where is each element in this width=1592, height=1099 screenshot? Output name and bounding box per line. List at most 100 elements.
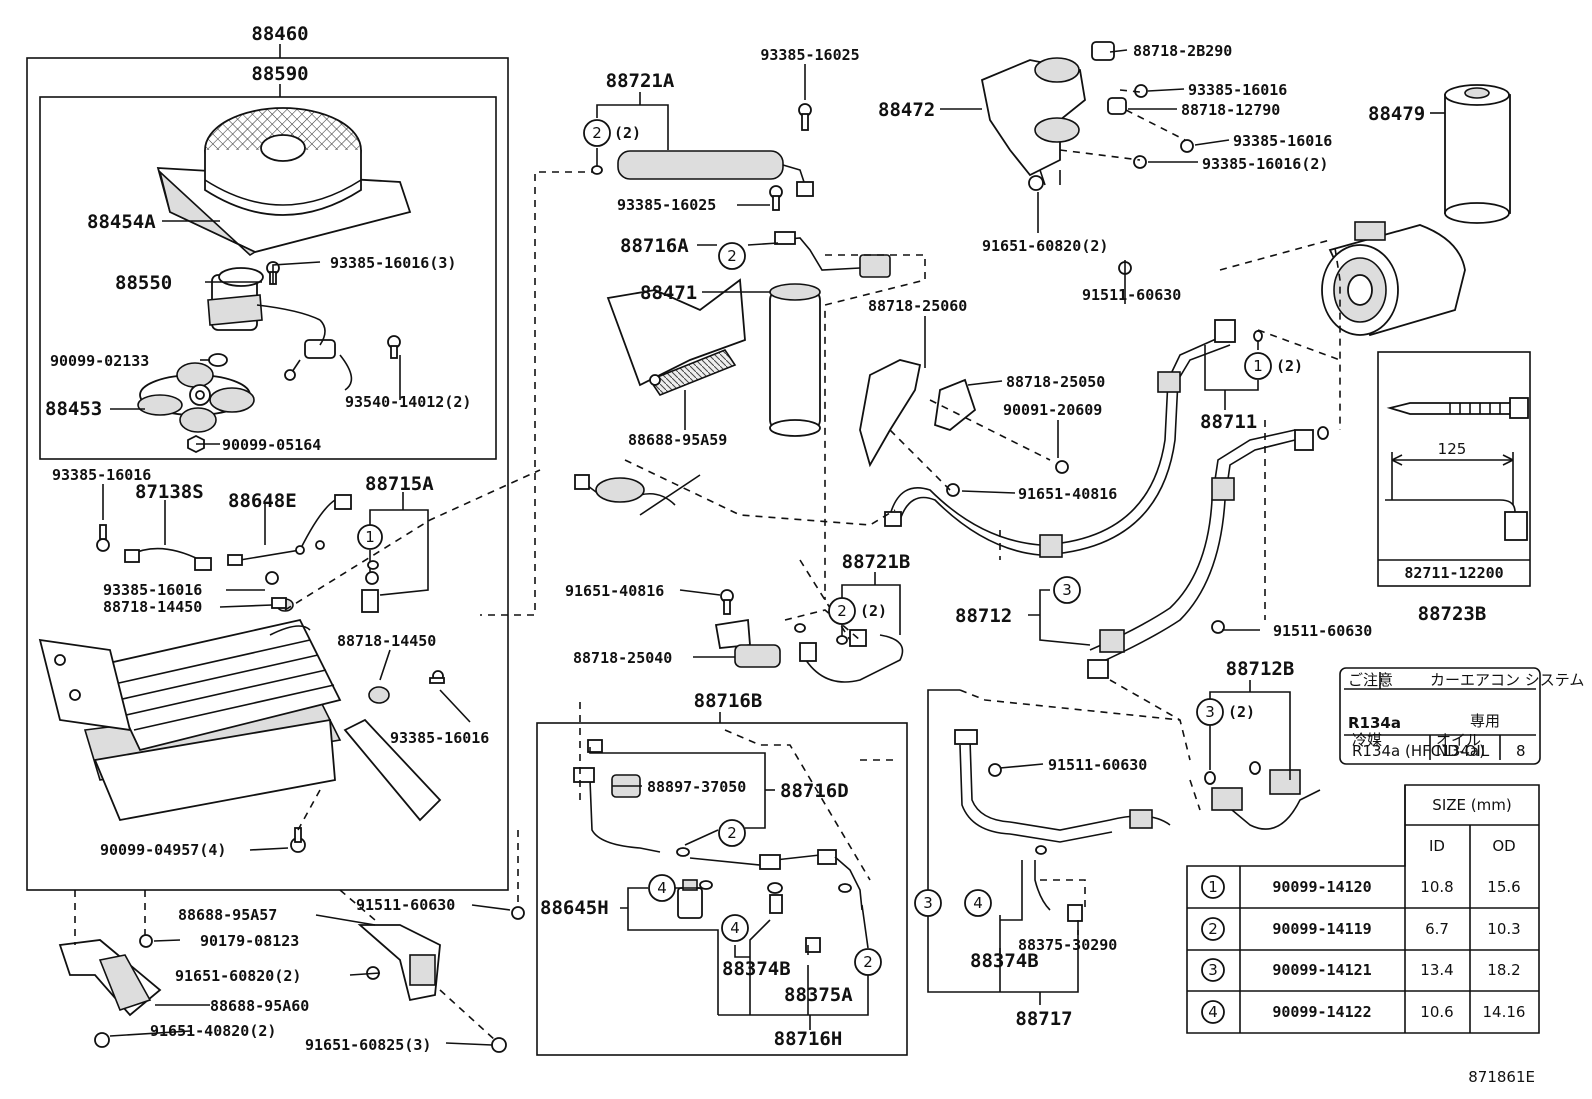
bolt-icon bbox=[387, 335, 401, 359]
label-88718-14450-b: 88718-14450 bbox=[337, 632, 436, 650]
hose-88711 bbox=[884, 319, 1236, 558]
label-88460: 88460 bbox=[251, 23, 308, 45]
svg-text:90099-14119: 90099-14119 bbox=[1272, 920, 1371, 938]
callout-circle-1: 1 bbox=[1244, 352, 1272, 380]
label-82711-12200: 82711-12200 bbox=[1404, 564, 1503, 582]
qty-label: (2) bbox=[614, 124, 641, 142]
bracket-88718-25060 bbox=[859, 359, 922, 468]
hose-88716h bbox=[573, 739, 863, 911]
qty-label: (2) bbox=[1276, 357, 1303, 375]
diagram-reference-code: 871861E bbox=[1468, 1068, 1535, 1086]
leader-lines bbox=[102, 44, 1445, 1046]
label-91651-40816-a: 91651-40816 bbox=[1018, 485, 1117, 503]
label-93385-16025-b: 93385-16025 bbox=[617, 196, 716, 214]
size-table-col-id: ID bbox=[1429, 837, 1445, 855]
o-ring-icon bbox=[1317, 426, 1329, 440]
cap-88375a-icon bbox=[805, 937, 821, 953]
svg-text:4: 4 bbox=[973, 894, 983, 912]
condenser bbox=[38, 618, 342, 822]
label-88717: 88717 bbox=[1015, 1008, 1072, 1030]
label-88688-95a60: 88688-95A60 bbox=[210, 997, 309, 1015]
bracket-88688-95a59 bbox=[606, 278, 746, 396]
svg-text:14.16: 14.16 bbox=[1483, 1003, 1526, 1021]
qty-label: (2) bbox=[860, 602, 887, 620]
svg-text:3: 3 bbox=[1062, 581, 1072, 599]
label-88716b: 88716B bbox=[694, 690, 763, 712]
wire-88648e bbox=[227, 494, 352, 566]
label-foot-num: 8 bbox=[1516, 742, 1526, 760]
bolt-icon bbox=[290, 827, 306, 853]
svg-text:6.7: 6.7 bbox=[1425, 920, 1449, 938]
clamp-88718-2b290 bbox=[1091, 41, 1115, 61]
label-88472: 88472 bbox=[878, 99, 935, 121]
label-88723b: 88723B bbox=[1418, 603, 1487, 625]
hose-88716h-box bbox=[536, 722, 908, 1056]
bolt-icon bbox=[511, 906, 525, 920]
bolt-icon bbox=[1180, 139, 1194, 153]
label-93540-14012-2: 93540-14012(2) bbox=[345, 393, 471, 411]
svg-text:10.8: 10.8 bbox=[1420, 878, 1453, 896]
svg-text:2: 2 bbox=[727, 824, 737, 842]
label-93385-16016-3: 93385-16016(3) bbox=[330, 254, 456, 272]
svg-text:3: 3 bbox=[1205, 703, 1215, 721]
fan-shroud bbox=[156, 107, 412, 256]
label-foot-left-title: 冷媒 bbox=[1352, 731, 1382, 749]
svg-text:2: 2 bbox=[727, 247, 737, 265]
label-88721a: 88721A bbox=[606, 70, 675, 92]
label-90179-08123: 90179-08123 bbox=[200, 932, 299, 950]
valve-core-icon bbox=[767, 882, 783, 894]
label-91651-60820-2a: 91651-60820(2) bbox=[982, 237, 1108, 255]
callout-circle-4: 4 bbox=[648, 874, 676, 902]
label-88454a: 88454A bbox=[87, 211, 156, 233]
compressor bbox=[1321, 221, 1466, 337]
table-row: 1 90099-14120 10.8 15.6 bbox=[1201, 875, 1521, 899]
hose-88721a bbox=[617, 150, 814, 197]
label-91511-60630-a: 91511-60630 bbox=[1082, 286, 1181, 304]
label-88688-95a59: 88688-95A59 bbox=[628, 431, 727, 449]
fan-assembly-outer-box bbox=[26, 57, 509, 891]
label-91651-60825-3: 91651-60825(3) bbox=[305, 1036, 431, 1054]
label-foot-mid-title: オイル bbox=[1436, 731, 1481, 749]
label-88453: 88453 bbox=[45, 398, 102, 420]
svg-text:10.6: 10.6 bbox=[1420, 1003, 1453, 1021]
label-88375-30290: 88375-30290 bbox=[1018, 936, 1117, 954]
bolt-icon bbox=[429, 670, 445, 684]
mount-bracket-88688-95a57 bbox=[357, 924, 441, 1002]
svg-text:13.4: 13.4 bbox=[1420, 961, 1453, 979]
switch-88645h bbox=[677, 879, 703, 919]
label-88711: 88711 bbox=[1200, 411, 1257, 433]
pipe-88716a bbox=[774, 231, 891, 278]
sensor-87138s bbox=[124, 547, 212, 571]
label-93385-16016-c: 93385-16016 bbox=[390, 729, 489, 747]
label-90099-05164: 90099-05164 bbox=[222, 436, 321, 454]
label-88718-14450-a: 88718-14450 bbox=[103, 598, 202, 616]
o-ring-icon bbox=[591, 165, 603, 175]
cable-tie-inset: 125 82711-12200 bbox=[1377, 351, 1531, 587]
receiver-drier bbox=[769, 283, 821, 437]
label-88590: 88590 bbox=[251, 63, 308, 85]
label-88374b-b: 88374B bbox=[970, 950, 1039, 972]
bracket-88718-25050 bbox=[934, 378, 977, 432]
label-88718-25060: 88718-25060 bbox=[868, 297, 967, 315]
label-91511-60630-b: 91511-60630 bbox=[1273, 622, 1372, 640]
bolt-icon bbox=[720, 589, 734, 615]
label-88716a: 88716A bbox=[620, 235, 689, 257]
bolt-icon bbox=[94, 1032, 110, 1048]
hose-88721b bbox=[799, 629, 904, 683]
callout-circle-2: 2 bbox=[583, 119, 611, 147]
label-88471: 88471 bbox=[640, 282, 697, 304]
dimension-125: 125 bbox=[1438, 440, 1467, 458]
callout-circle-2: 2 bbox=[854, 948, 882, 976]
callout-circle-2: 2 bbox=[718, 819, 746, 847]
label-88648e: 88648E bbox=[228, 490, 297, 512]
bolt-icon bbox=[769, 185, 783, 211]
label-88718-25040: 88718-25040 bbox=[573, 649, 672, 667]
svg-text:1: 1 bbox=[1208, 878, 1218, 896]
label-88374b-a: 88374B bbox=[722, 958, 791, 980]
bolt-icon bbox=[1133, 155, 1147, 169]
svg-text:18.2: 18.2 bbox=[1487, 961, 1520, 979]
o-ring-icon bbox=[1204, 771, 1216, 785]
clamp-88718-12790 bbox=[1107, 97, 1127, 115]
refrigerant-label: ご注意 カーエアコン システム R134a 専用 冷媒 R134a (HFC13… bbox=[1339, 667, 1584, 765]
size-table-col-od: OD bbox=[1492, 837, 1515, 855]
